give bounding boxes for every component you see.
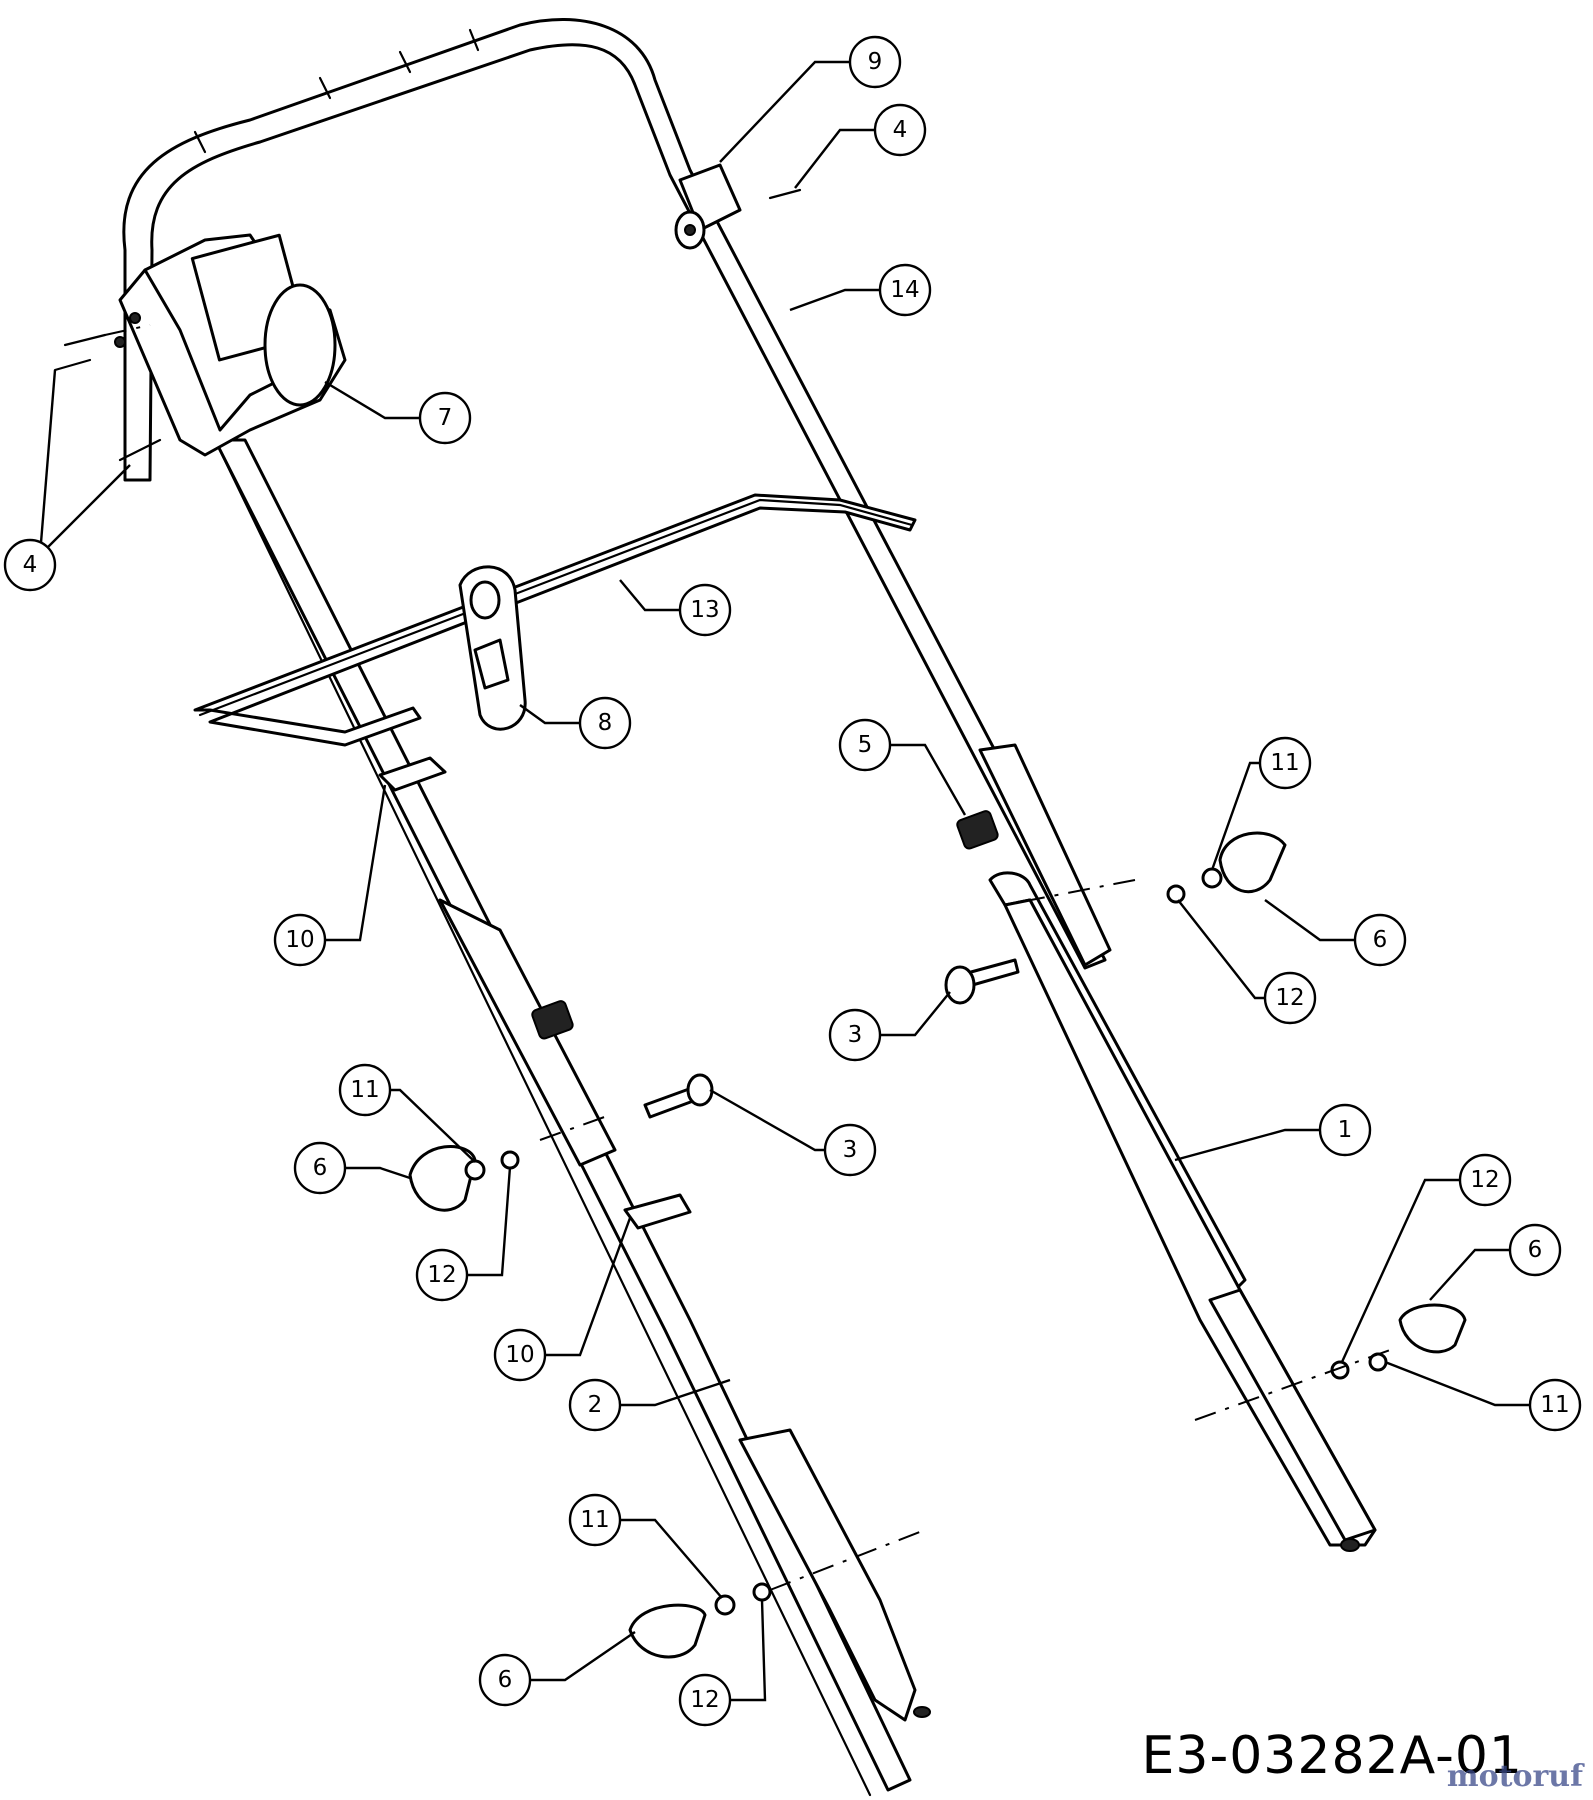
callout-9: 9 — [848, 35, 902, 89]
callout-11-left-middle: 11 — [338, 1063, 392, 1117]
knob-left-middle — [408, 1145, 520, 1212]
callout-6-right-lower: 6 — [1508, 1223, 1562, 1277]
watermark-logo: motoruf — [1446, 1759, 1583, 1794]
svg-text:8: 8 — [598, 710, 613, 736]
axis-right-upper — [1004, 879, 1136, 906]
screws-left — [53, 333, 162, 462]
callout-3-right: 3 — [828, 1008, 882, 1062]
callout-7: 7 — [418, 391, 472, 445]
svg-text:13: 13 — [690, 597, 719, 623]
screw-top — [768, 188, 802, 200]
upper-handle — [122, 18, 1107, 970]
spring-right — [956, 810, 999, 850]
callout-12-right-upper: 12 — [1263, 971, 1317, 1025]
spring-left — [531, 1000, 574, 1040]
knob-right-upper — [1166, 831, 1287, 904]
drawing-code: E3-03282A-01 — [1141, 1726, 1523, 1786]
svg-text:11: 11 — [1540, 1392, 1569, 1418]
axis-screws — [104, 324, 151, 336]
callout-11-left-lower: 11 — [568, 1493, 622, 1547]
svg-text:4: 4 — [893, 117, 908, 143]
callout-5: 5 — [838, 718, 892, 772]
callout-4-left: 4 — [3, 538, 57, 592]
callout-11-right-upper: 11 — [1258, 736, 1312, 790]
callout-6-left-middle: 6 — [293, 1141, 347, 1195]
svg-text:12: 12 — [1470, 1167, 1499, 1193]
callout-6-right-upper: 6 — [1353, 913, 1407, 967]
axis-left-middle — [539, 1114, 611, 1141]
callout-14: 14 — [878, 263, 932, 317]
knob-left-lower — [628, 1582, 772, 1659]
cable-clip-lower — [623, 1193, 692, 1230]
bolt-left — [643, 1073, 714, 1119]
callout-10-lower: 10 — [493, 1328, 547, 1382]
callout-1: 1 — [1318, 1103, 1372, 1157]
svg-text:4: 4 — [23, 552, 38, 578]
svg-text:5: 5 — [858, 732, 873, 758]
svg-text:2: 2 — [588, 1392, 603, 1418]
svg-text:9: 9 — [868, 49, 883, 75]
lower-handle-left — [213, 438, 931, 1797]
callout-2: 2 — [568, 1378, 622, 1432]
clamp-top — [674, 163, 742, 250]
callout-10-upper: 10 — [273, 913, 327, 967]
leader-lines — [38, 60, 1530, 1702]
axis-left-lower — [769, 1529, 926, 1591]
svg-text:11: 11 — [580, 1507, 609, 1533]
lower-handle-right — [978, 743, 1377, 1552]
svg-text:6: 6 — [1528, 1237, 1543, 1263]
callout-8: 8 — [578, 696, 632, 750]
axis-right-lower — [1194, 1349, 1391, 1421]
svg-text:7: 7 — [438, 405, 453, 431]
callout-4-top: 4 — [873, 103, 927, 157]
knob-right-lower — [1330, 1303, 1467, 1380]
svg-text:12: 12 — [1275, 985, 1304, 1011]
svg-text:6: 6 — [313, 1155, 328, 1181]
cable-clip-upper — [378, 756, 447, 792]
callout-12-left-lower: 12 — [678, 1673, 732, 1727]
svg-text:12: 12 — [427, 1262, 456, 1288]
svg-text:6: 6 — [1373, 927, 1388, 953]
svg-text:12: 12 — [690, 1687, 719, 1713]
callout-11-right-lower: 11 — [1528, 1378, 1582, 1432]
svg-text:3: 3 — [848, 1022, 863, 1048]
cable-guide — [458, 565, 527, 731]
svg-text:11: 11 — [1270, 750, 1299, 776]
svg-text:11: 11 — [350, 1077, 379, 1103]
svg-text:3: 3 — [843, 1137, 858, 1163]
control-box — [114, 233, 347, 457]
callout-12-right-lower: 12 — [1458, 1153, 1512, 1207]
svg-text:14: 14 — [890, 277, 919, 303]
svg-text:1: 1 — [1338, 1117, 1353, 1143]
callout-6-left-lower: 6 — [478, 1653, 532, 1707]
callout-3-left: 3 — [823, 1123, 877, 1177]
bolt-right — [944, 958, 1020, 1005]
svg-text:10: 10 — [285, 927, 314, 953]
callout-12-left-middle: 12 — [415, 1248, 469, 1302]
svg-text:10: 10 — [505, 1342, 534, 1368]
callout-13: 13 — [678, 583, 732, 637]
svg-text:6: 6 — [498, 1667, 513, 1693]
